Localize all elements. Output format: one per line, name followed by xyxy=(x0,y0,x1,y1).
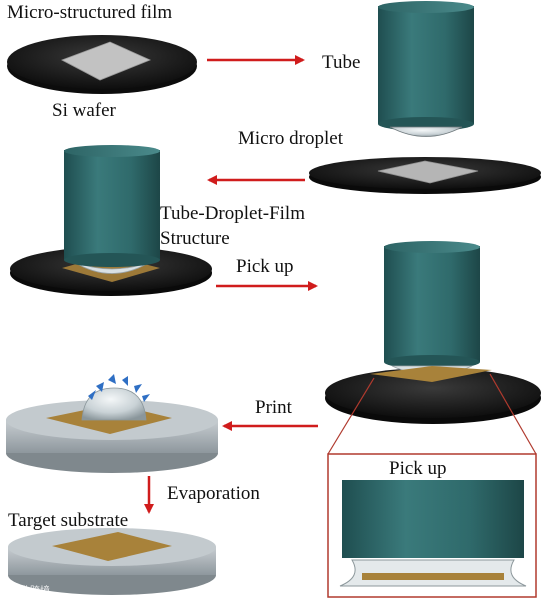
tube-top xyxy=(378,1,474,13)
tube3-top xyxy=(64,145,160,157)
step2-tube xyxy=(378,1,474,137)
inset-detail xyxy=(339,480,527,587)
evap-arrow-5 xyxy=(134,384,142,393)
label-wafer: Si wafer xyxy=(52,100,117,121)
step3-tdf xyxy=(10,145,212,296)
inset-connector-left xyxy=(327,377,375,455)
tube-body xyxy=(378,6,474,124)
label-evaporation: Evaporation xyxy=(167,483,260,504)
label-film: Micro-structured film xyxy=(7,2,172,23)
step2-wafer xyxy=(309,157,541,194)
step5-print xyxy=(6,374,218,473)
label-pickup-inset: Pick up xyxy=(389,458,447,479)
evap-arrow-2 xyxy=(96,382,104,392)
label-pickup: Pick up xyxy=(236,256,294,277)
step4-pickup xyxy=(325,241,541,424)
evap-arrow-3 xyxy=(108,374,116,384)
tube4-body xyxy=(384,246,480,362)
label-tdf-line2: Structure xyxy=(160,228,230,249)
evap-arrow-4 xyxy=(122,376,128,386)
tube3-body xyxy=(64,150,160,260)
film4-square xyxy=(370,366,492,382)
label-tube: Tube xyxy=(322,52,360,73)
step1-wafer xyxy=(7,35,197,94)
inset-connector-right xyxy=(489,373,537,455)
inset-tube xyxy=(342,480,524,558)
wafer4-disc xyxy=(325,368,541,418)
film2-square xyxy=(377,160,479,184)
step6-target xyxy=(8,528,216,595)
evaporation-arrows xyxy=(88,374,150,402)
tube3-bottom xyxy=(64,253,160,267)
label-droplet: Micro droplet xyxy=(238,128,344,149)
inset-film xyxy=(362,573,504,580)
tube4-top xyxy=(384,241,480,253)
label-print: Print xyxy=(255,397,293,418)
tube4-bottom xyxy=(384,355,480,369)
evap-arrow-6 xyxy=(142,394,150,402)
evap-arrow-1 xyxy=(88,390,96,400)
film-square xyxy=(61,41,152,81)
label-tdf-line1: Tube-Droplet-Film xyxy=(160,203,305,224)
droplet5 xyxy=(81,387,147,421)
label-target: Target substrate xyxy=(8,510,128,531)
film6-square xyxy=(52,532,172,561)
watermark: 大数跨境 xyxy=(10,584,50,597)
micro-droplet xyxy=(389,126,463,137)
